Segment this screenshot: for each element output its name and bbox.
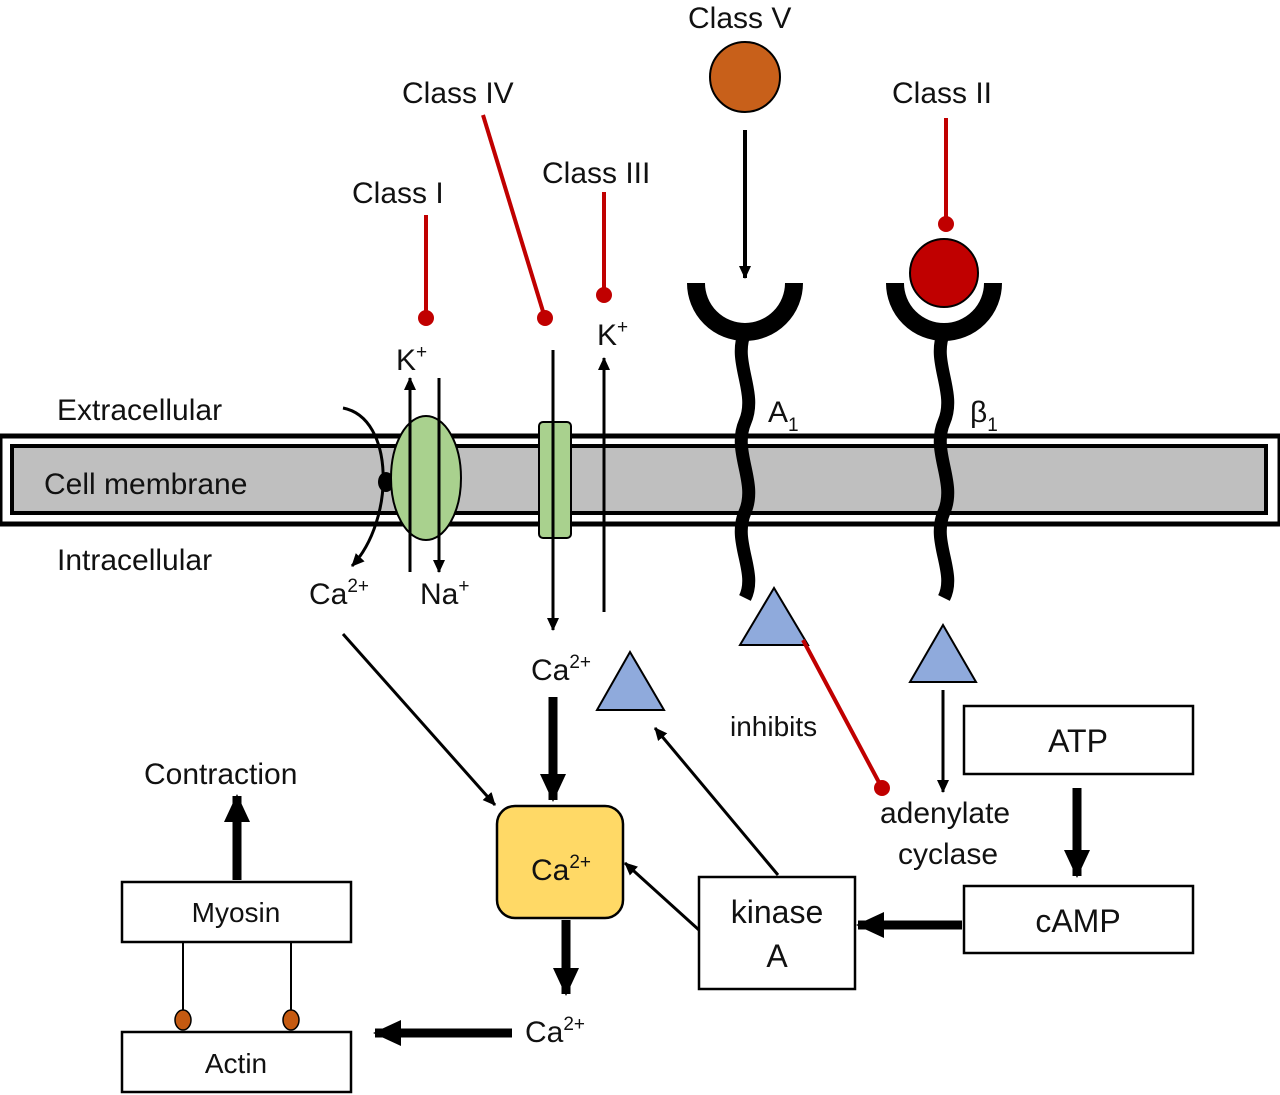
contraction-label: Contraction — [144, 758, 297, 791]
calcium-store — [495, 804, 625, 920]
class-v-ligand — [709, 41, 781, 113]
kinase-to-calcium-arrow — [623, 861, 701, 932]
extracellular-label: Extracellular — [57, 394, 222, 427]
k-ion-left: K+ — [396, 342, 427, 377]
cell-membrane — [0, 433, 1280, 527]
ca-ion-bottom: Ca2+ — [525, 1014, 585, 1049]
class-ii-ligand — [909, 238, 979, 308]
camp-label: cAMP — [1035, 903, 1120, 939]
beta-receptor-cup — [886, 282, 1002, 341]
class-i-inhibition-dot — [418, 310, 434, 326]
na-ion: Na+ — [420, 576, 469, 611]
sodium-channel — [390, 415, 462, 541]
class-iv-inhibition-line — [481, 114, 547, 319]
class-iv-inhibition-dot — [537, 310, 553, 326]
exchanger-dot — [378, 472, 394, 492]
beta-receptor-stem — [933, 329, 955, 601]
kinase-a-box — [697, 875, 857, 991]
a1-receptor-stem — [734, 329, 756, 601]
a1-receptor-label: A1 — [768, 396, 799, 436]
myosin-label: Myosin — [192, 897, 281, 928]
crossbridge-head-left — [174, 1009, 192, 1031]
actin-label: Actin — [205, 1048, 267, 1079]
ca-ion-box: Ca2+ — [531, 852, 591, 887]
beta-receptor-label: β1 — [970, 396, 998, 436]
k-ion-right: K+ — [597, 317, 628, 352]
ca-to-store-arrow — [341, 633, 497, 806]
gs-protein — [908, 623, 978, 683]
kinase-label: kinase — [731, 894, 824, 930]
gi-inhibition-dot — [874, 780, 890, 796]
ca-ion-left: Ca2+ — [309, 576, 369, 611]
cyclase-label: cyclase — [898, 838, 998, 871]
gi-inhibition-line — [801, 639, 884, 789]
adenylate-label: adenylate — [880, 797, 1010, 830]
kinase-to-gprotein-arrow — [653, 727, 780, 876]
calcium-channel — [538, 421, 572, 539]
kinase-a-label: A — [766, 938, 788, 974]
class-v-label: Class V — [688, 2, 791, 35]
phosphorylated-protein — [595, 650, 666, 711]
atp-box — [962, 704, 1195, 776]
camp-box — [962, 884, 1195, 955]
class-iii-inhibition-dot — [596, 287, 612, 303]
class-iii-label: Class III — [542, 157, 650, 190]
actin-box — [120, 1030, 353, 1094]
ca-ion-channel: Ca2+ — [531, 652, 591, 687]
class-i-label: Class I — [352, 177, 444, 210]
intracellular-label: Intracellular — [57, 544, 212, 577]
a1-receptor-cup — [687, 282, 803, 341]
inhibits-label: inhibits — [730, 711, 817, 742]
crossbridge-head-right — [282, 1009, 300, 1031]
class-iv-label: Class IV — [402, 77, 514, 110]
class-ii-label: Class II — [892, 77, 992, 110]
atp-label: ATP — [1048, 723, 1108, 759]
class-ii-inhibition-dot — [938, 216, 954, 232]
myosin-box — [120, 880, 353, 944]
membrane-label: Cell membrane — [44, 468, 247, 501]
gi-protein — [738, 586, 810, 646]
